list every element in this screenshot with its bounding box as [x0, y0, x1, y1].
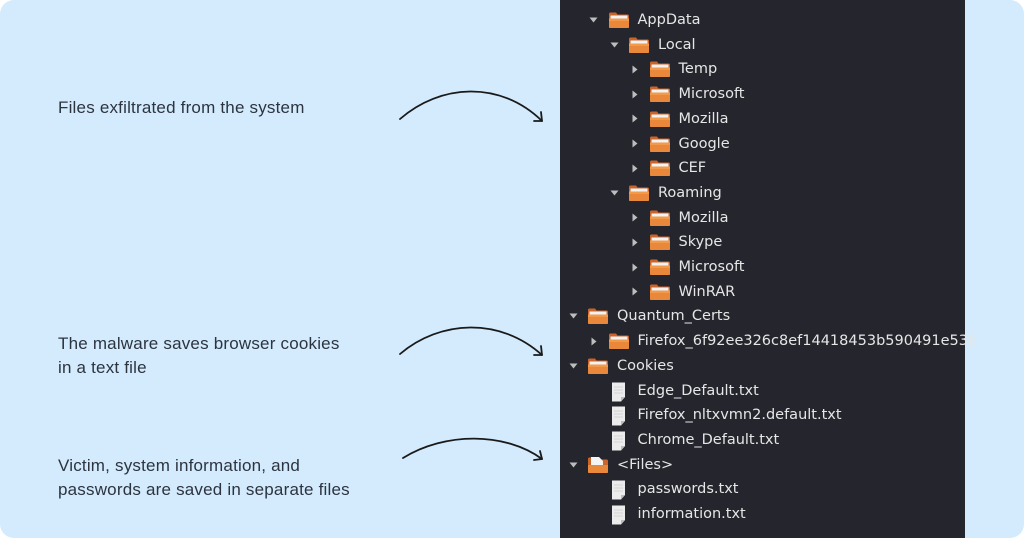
toggle-spacer: [589, 410, 599, 420]
tree-item[interactable]: Mozilla: [630, 206, 729, 230]
tree-item-label: Microsoft: [678, 86, 745, 103]
folder-icon: [649, 283, 671, 301]
annotation-line: Files exfiltrated from the system: [58, 98, 305, 117]
collapse-arrow-icon[interactable]: [630, 64, 640, 74]
annotation-separate-files: Victim, system information, and password…: [58, 454, 350, 502]
toggle-spacer: [589, 484, 599, 494]
tree-item-label: Microsoft: [678, 259, 745, 275]
collapse-arrow-icon[interactable]: [630, 89, 640, 99]
tree-item-label: <Files>: [617, 456, 674, 473]
arrowhead-1: [533, 111, 543, 122]
files-folder-icon: [587, 456, 609, 474]
tree-item-label: CEF: [678, 160, 707, 177]
tree-item[interactable]: CEF: [630, 156, 707, 180]
tree-item[interactable]: <Files>: [568, 453, 673, 477]
tree-item[interactable]: Edge_Default.txt: [589, 379, 759, 403]
tree-item-label: Edge_Default.txt: [637, 382, 759, 399]
text-file-icon: [608, 406, 630, 426]
folder-icon: [649, 258, 671, 276]
tree-item[interactable]: Skype: [630, 230, 723, 254]
tree-item[interactable]: Roaming: [609, 181, 722, 205]
text-file-icon: [608, 382, 630, 401]
tree-item[interactable]: Microsoft: [630, 255, 745, 279]
expand-arrow-icon[interactable]: [568, 460, 578, 470]
tree-item[interactable]: Google: [630, 132, 730, 156]
collapse-arrow-icon[interactable]: [630, 114, 640, 124]
tree-item-label: WinRAR: [678, 283, 736, 300]
expand-arrow-icon[interactable]: [609, 40, 619, 50]
tree-item-label: Cookies: [617, 357, 674, 374]
folder-icon: [649, 209, 671, 227]
collapse-arrow-icon[interactable]: [630, 287, 640, 297]
text-file-icon: [608, 480, 630, 500]
arrow-1: [399, 90, 543, 122]
tree-item-label: Local: [658, 36, 696, 53]
annotation-line: passwords are saved in separate files: [58, 480, 350, 499]
folder-icon: [649, 135, 671, 153]
folder-icon: [649, 233, 671, 251]
folder-icon: [649, 60, 671, 78]
tree-item[interactable]: AppData: [589, 8, 701, 32]
annotation-line: in a text file: [58, 358, 147, 377]
tree-item[interactable]: information.txt: [589, 502, 746, 526]
folder-icon: [587, 357, 609, 375]
folder-icon: [649, 110, 671, 128]
tree-item[interactable]: Firefox_6f92ee326c8ef14418453b590491e536: [589, 329, 978, 353]
tree-item-label: Temp: [678, 61, 718, 78]
tree-item[interactable]: Quantum_Certs: [568, 304, 730, 328]
tree-item-label: Firefox_6f92ee326c8ef14418453b590491e536: [637, 333, 978, 350]
tree-item[interactable]: Local: [609, 33, 696, 57]
tree-item[interactable]: Cookies: [568, 354, 674, 378]
toggle-spacer: [589, 435, 599, 445]
tree-item[interactable]: Chrome_Default.txt: [589, 428, 780, 452]
tree-item-label: Firefox_nltxvmn2.default.txt: [637, 407, 842, 424]
tree-item[interactable]: Temp: [630, 57, 718, 81]
toggle-spacer: [589, 386, 599, 396]
tree-item-label: passwords.txt: [637, 481, 739, 498]
tree-item-label: Google: [678, 135, 730, 152]
collapse-arrow-icon[interactable]: [630, 237, 640, 247]
tree-item-label: Quantum_Certs: [617, 308, 731, 325]
collapse-arrow-icon[interactable]: [630, 163, 640, 173]
toggle-spacer: [589, 509, 599, 519]
tree-item[interactable]: passwords.txt: [589, 477, 739, 501]
arrow-3: [402, 437, 543, 460]
expand-arrow-icon[interactable]: [589, 15, 599, 25]
tree-item-label: Mozilla: [678, 209, 729, 226]
text-file-icon: [608, 505, 630, 525]
collapse-arrow-icon[interactable]: [630, 213, 640, 223]
expand-arrow-icon[interactable]: [568, 361, 578, 371]
tree-item-label: Roaming: [658, 184, 722, 201]
tree-item-label: Skype: [678, 234, 723, 251]
folder-icon: [628, 36, 650, 54]
folder-icon: [587, 307, 609, 325]
collapse-arrow-icon[interactable]: [630, 139, 640, 149]
tree-item[interactable]: Mozilla: [630, 107, 729, 131]
tree-item[interactable]: Firefox_nltxvmn2.default.txt: [589, 403, 842, 427]
tree-item-label: AppData: [637, 12, 701, 28]
annotation-line: Victim, system information, and: [58, 456, 301, 475]
expand-arrow-icon[interactable]: [609, 188, 619, 198]
folder-icon: [608, 11, 630, 29]
collapse-arrow-icon[interactable]: [589, 336, 599, 346]
folder-icon: [649, 85, 671, 103]
arrow-2: [399, 326, 543, 356]
annotation-line: The malware saves browser cookies: [58, 334, 340, 353]
collapse-arrow-icon[interactable]: [630, 262, 640, 272]
tree-item[interactable]: WinRAR: [630, 280, 736, 304]
text-file-icon: [608, 431, 630, 451]
tree-item[interactable]: Microsoft: [630, 82, 745, 106]
arrowhead-3: [533, 450, 543, 461]
folder-icon: [628, 184, 650, 202]
expand-arrow-icon[interactable]: [568, 311, 578, 321]
arrowhead-2: [533, 345, 543, 356]
folder-icon: [608, 332, 630, 350]
tree-item-label: Chrome_Default.txt: [637, 431, 780, 448]
tree-item-label: information.txt: [637, 506, 746, 522]
tree-item-label: Mozilla: [678, 110, 729, 127]
annotation-browser-cookies: The malware saves browser cookies in a t…: [58, 332, 340, 380]
annotation-exfiltrated-files: Files exfiltrated from the system: [58, 96, 305, 120]
folder-icon: [649, 159, 671, 177]
